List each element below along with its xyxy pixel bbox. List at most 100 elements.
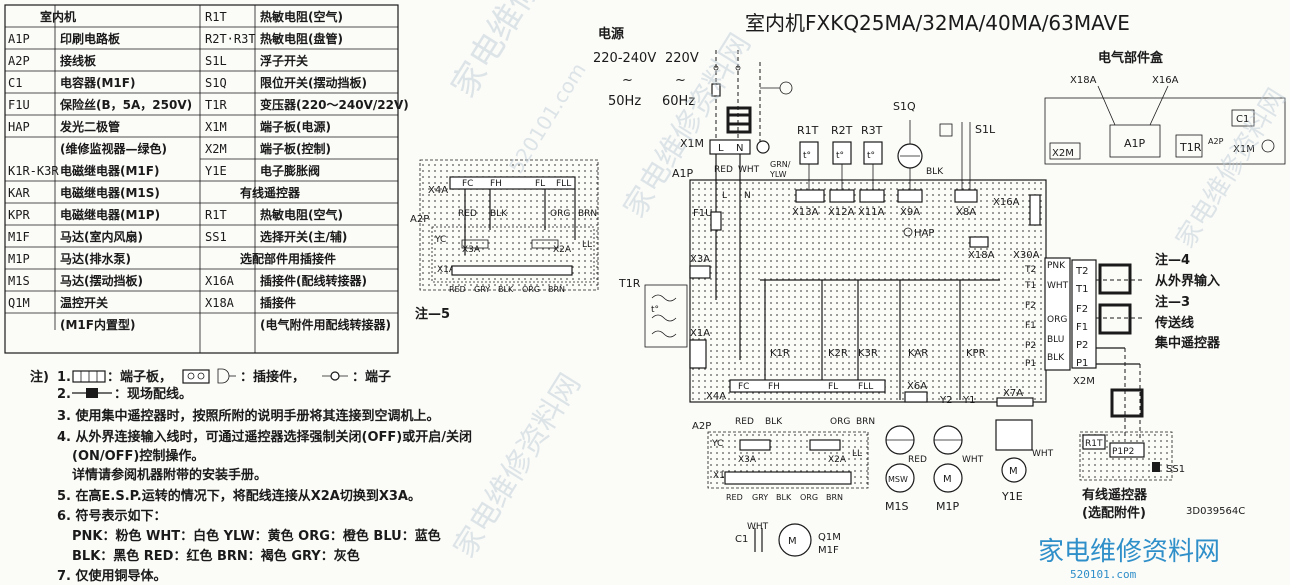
- a2p-board: A2P RED BLK ORG BRN YC X3A X2A LL X1A RE…: [692, 417, 875, 502]
- svg-text:M: M: [1009, 466, 1018, 477]
- svg-text:BLK: BLK: [926, 167, 944, 177]
- svg-text:SS1: SS1: [1166, 464, 1185, 475]
- svg-text:注—3: 注—3: [1155, 294, 1190, 310]
- legend-desc: 选配部件用插接件: [240, 251, 336, 266]
- note5-label: 注—5: [415, 306, 450, 322]
- fuse-icon: [711, 83, 721, 97]
- svg-text:RED: RED: [908, 455, 927, 465]
- legend-code: X2M: [205, 142, 227, 156]
- a1p-internals: L N F1U X13A X12A X11A X9A X8A X16A HAP …: [689, 154, 1041, 407]
- svg-text:P1P2: P1P2: [1112, 447, 1134, 457]
- svg-text:M1F: M1F: [818, 545, 839, 556]
- svg-text:F2: F2: [1025, 301, 1036, 311]
- legend-code: X18A: [205, 296, 235, 310]
- svg-text:电气部件盒: 电气部件盒: [1098, 50, 1164, 66]
- legend-code: X16A: [205, 274, 235, 288]
- svg-text:ORG: ORG: [1047, 315, 1067, 325]
- svg-text:X1A: X1A: [713, 471, 732, 481]
- svg-text:X3A: X3A: [462, 245, 481, 255]
- svg-text:WHT: WHT: [962, 455, 984, 465]
- fl-label: FL: [535, 179, 545, 189]
- svg-text:F2: F2: [1076, 304, 1088, 315]
- svg-text:t°: t°: [651, 305, 659, 315]
- legend-desc: 插接件: [260, 295, 296, 310]
- hap-led-icon: [903, 227, 913, 237]
- svg-text:X11A: X11A: [858, 207, 885, 218]
- svg-text:L: L: [722, 191, 727, 201]
- svg-text:X2M: X2M: [1073, 376, 1095, 387]
- notes-head: 注): [30, 369, 49, 385]
- legend-desc: 电磁继电器(M1S): [60, 185, 160, 200]
- svg-text:WHT: WHT: [1032, 449, 1054, 459]
- svg-text:F1U: F1U: [693, 208, 712, 219]
- svg-text:T1: T1: [1075, 284, 1088, 295]
- legend-desc: 马达(室内风扇): [60, 229, 143, 244]
- legend-desc: 选择开关(主/辅): [260, 229, 347, 244]
- svg-text:GRY: GRY: [752, 493, 768, 502]
- svg-text:220V: 220V: [665, 51, 699, 66]
- svg-text:M: M: [943, 474, 952, 485]
- notes-block: 注) 1. ：端子板， ：插接件， ：端子 2. ：现场配线。 3. 使用集中遥…: [30, 368, 472, 584]
- svg-text:RED: RED: [458, 209, 477, 219]
- svg-text:A1P: A1P: [672, 167, 694, 180]
- legend-code: HAP: [8, 120, 30, 134]
- legend-code: X1M: [205, 120, 227, 134]
- legend-code: SS1: [205, 230, 227, 244]
- side-notes: 注—4 从外界输入 注—3 传送线 集中遥控器: [1154, 252, 1221, 351]
- ground-terminal-icon: [756, 140, 770, 154]
- svg-text:X7A: X7A: [1003, 388, 1023, 399]
- svg-text:C1: C1: [1236, 114, 1249, 125]
- svg-text:X1M: X1M: [1233, 144, 1255, 155]
- note-6b: BLK：黑色 RED：红色 BRN：褐色 GRY：灰色: [72, 548, 360, 564]
- svg-text:家电维修资料网: 家电维修资料网: [444, 0, 604, 105]
- svg-text:X6A: X6A: [907, 381, 927, 392]
- legend-desc: (维修监视器—绿色): [60, 141, 167, 156]
- svg-text:K2R: K2R: [828, 348, 848, 359]
- legend-code: M1F: [8, 230, 30, 244]
- svg-text:ORG: ORG: [550, 209, 570, 219]
- svg-text:X1A: X1A: [690, 328, 710, 339]
- note-1-b: ：插接件，: [240, 369, 305, 385]
- svg-text:t°: t°: [867, 151, 875, 161]
- svg-text:P2: P2: [1025, 341, 1036, 351]
- svg-text:FC: FC: [738, 382, 749, 392]
- svg-text:BRN: BRN: [578, 209, 597, 219]
- svg-text:F1: F1: [1076, 322, 1088, 333]
- svg-text:(选配附件): (选配附件): [1082, 505, 1146, 521]
- note-7: 7. 仅使用铜导体。: [57, 568, 167, 584]
- svg-text:A2P: A2P: [692, 421, 711, 432]
- svg-text:T1: T1: [1024, 281, 1036, 291]
- power-input-wiring: [711, 50, 793, 145]
- svg-text:X8A: X8A: [956, 207, 976, 218]
- svg-text:K3R: K3R: [858, 348, 878, 359]
- legend-code: F1U: [8, 98, 30, 112]
- svg-text:X12A: X12A: [828, 207, 855, 218]
- x2m-terminal-block: PNK WHT ORG BLU BLK T2 T1 F2 F1 P2 P1 X2…: [1044, 257, 1145, 440]
- svg-text:P1: P1: [1025, 359, 1036, 369]
- note-3: 3. 使用集中遥控器时，按照所附的说明手册将其连接到空调机上。: [57, 408, 440, 424]
- svg-text:X3A: X3A: [738, 455, 757, 465]
- note-2-num: 2.: [57, 387, 71, 402]
- svg-text:X18A: X18A: [1070, 75, 1097, 86]
- svg-text:X2A: X2A: [553, 245, 572, 255]
- plug-symbol: [217, 368, 230, 384]
- wired-remote: R1T P1P2 SS1 有线遥控器 (选配附件) 3D039564C: [1079, 431, 1245, 521]
- svg-text:A2P: A2P: [1208, 137, 1224, 146]
- legend-code: T1R: [205, 98, 227, 112]
- fh-label: FH: [490, 179, 502, 189]
- svg-text:X2M: X2M: [1052, 148, 1074, 159]
- note-5: 5. 在高E.S.P.运转的情况下，将配线连接从X2A切换到X3A。: [57, 488, 421, 504]
- legend-desc: 马达(摆动挡板): [60, 273, 143, 288]
- svg-text:Y1E: Y1E: [1001, 490, 1023, 503]
- svg-text:PNK: PNK: [1047, 261, 1066, 271]
- note-6a: PNK：粉色 WHT：白色 YLW：黄色 ORG：橙色 BLU：蓝色: [72, 528, 441, 544]
- motors-m1s-m1p: MSW RED M1S M WHT M1P M WHT Y1E: [885, 419, 1054, 513]
- svg-text:ORG: ORG: [800, 493, 818, 502]
- legend-desc: 电子膨胀阀: [260, 163, 320, 178]
- svg-text:220-240V: 220-240V: [593, 51, 656, 66]
- power-spec: 电源 220-240V 220V ~ ~ 50Hz 60Hz: [593, 26, 699, 109]
- svg-text:X4A: X4A: [706, 391, 726, 402]
- legend-desc: 温控开关: [60, 295, 108, 310]
- legend-desc: 有线遥控器: [240, 185, 301, 200]
- x1m-terminal-board: [709, 139, 751, 155]
